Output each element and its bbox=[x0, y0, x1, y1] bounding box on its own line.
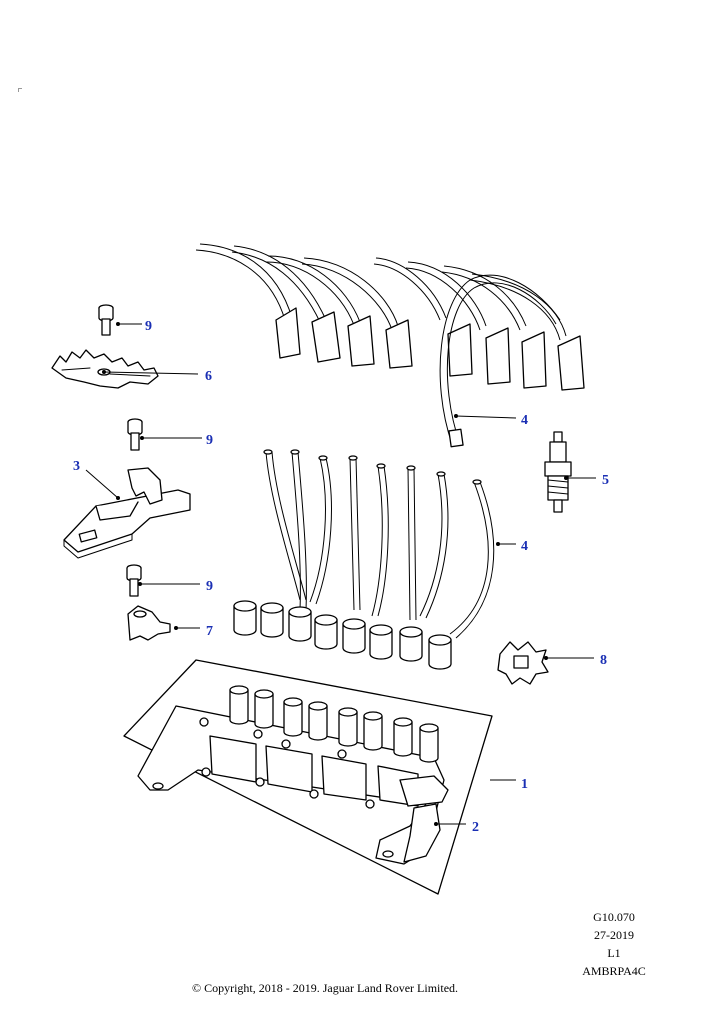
bracket bbox=[63, 467, 191, 559]
diagram-date: 27-2019 bbox=[594, 928, 634, 942]
callout-5: 5 bbox=[602, 473, 609, 488]
callout-9-middle: 9 bbox=[206, 433, 213, 448]
callout-4-upper: 4 bbox=[521, 413, 528, 428]
callout-3: 3 bbox=[73, 459, 80, 474]
grommet bbox=[497, 641, 549, 685]
lead-clip bbox=[127, 605, 171, 641]
callout-2: 2 bbox=[472, 820, 479, 835]
diagram-code: G10.070 bbox=[593, 910, 635, 924]
bolt-top bbox=[98, 304, 114, 336]
spark-plug bbox=[544, 431, 572, 513]
ht-leads-upper bbox=[195, 243, 585, 448]
copyright-notice: © Copyright, 2018 - 2019. Jaguar Land Ro… bbox=[191, 981, 459, 995]
leader-lines bbox=[85, 322, 596, 826]
callout-9-lower: 9 bbox=[206, 579, 213, 594]
coil-pack-assembly bbox=[123, 659, 493, 895]
callout-8: 8 bbox=[600, 653, 607, 668]
callout-6: 6 bbox=[205, 369, 212, 384]
callouts: 9 6 9 3 4 5 4 9 7 8 1 2 bbox=[73, 319, 609, 835]
ht-leads-lower bbox=[233, 449, 495, 670]
reference-block: G10.070 27-2019 L1 AMBRPA4C bbox=[578, 908, 650, 980]
diagram-level: L1 bbox=[607, 946, 621, 960]
diagram-ref: AMBRPA4C bbox=[582, 964, 646, 978]
callout-1: 1 bbox=[521, 777, 528, 792]
callout-4-lower: 4 bbox=[521, 539, 528, 554]
corner-mark bbox=[18, 88, 22, 92]
lead-retainer-comb bbox=[51, 349, 159, 389]
callout-7: 7 bbox=[206, 624, 213, 639]
callout-9-top: 9 bbox=[145, 319, 152, 334]
bolt-lower bbox=[126, 564, 142, 597]
bolt-middle bbox=[127, 418, 143, 451]
